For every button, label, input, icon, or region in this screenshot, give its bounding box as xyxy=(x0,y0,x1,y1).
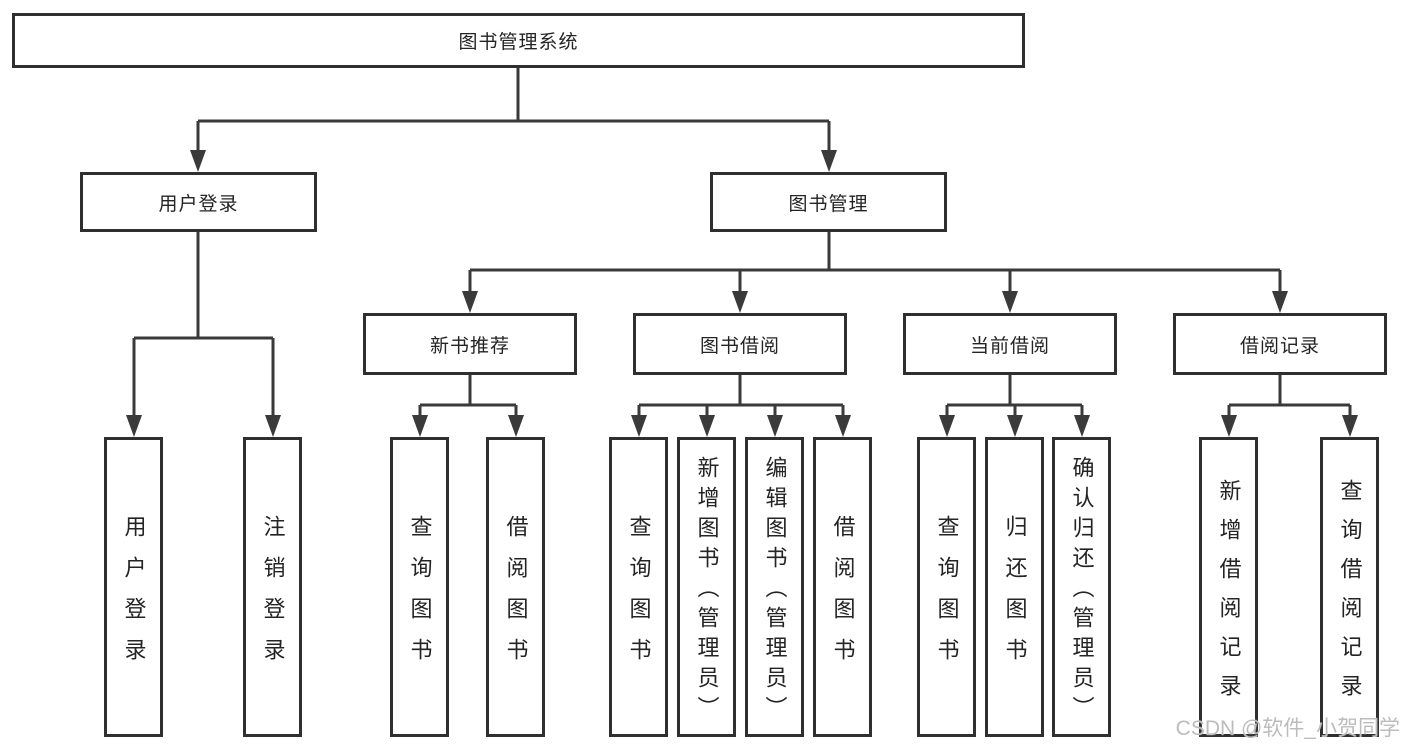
watermark-text: CSDN @软件_小贺同学 xyxy=(1175,717,1400,740)
node-label: 编辑图书（管理员） xyxy=(762,456,788,726)
node-label: 查询图书 xyxy=(626,514,652,679)
leaf-user-login: 用户登录 xyxy=(104,437,163,737)
leaf-logout: 注销登录 xyxy=(243,437,302,737)
node-label: 注销登录 xyxy=(260,514,286,679)
node-label: 新增图书（管理员） xyxy=(694,456,720,726)
node-label: 借阅图书 xyxy=(503,514,529,679)
node-label: 借阅记录 xyxy=(1239,335,1320,357)
leaf-query-books-recommend: 查询图书 xyxy=(390,437,449,737)
node-label: 查询图书 xyxy=(934,514,960,679)
leaf-query-books-current: 查询图书 xyxy=(917,437,976,737)
leaf-return-books: 归还图书 xyxy=(985,437,1044,737)
node-label: 查询借阅记录 xyxy=(1337,478,1363,713)
node-current-borrowing: 当前借阅 xyxy=(903,313,1117,375)
node-label: 新增借阅记录 xyxy=(1216,478,1242,713)
leaf-query-borrow-record: 查询借阅记录 xyxy=(1320,437,1379,737)
node-label: 图书管理 xyxy=(788,193,869,215)
node-book-borrowing: 图书借阅 xyxy=(633,313,847,375)
leaf-borrow-books: 借阅图书 xyxy=(813,437,872,737)
node-label: 用户登录 xyxy=(121,514,147,679)
node-user-login: 用户登录 xyxy=(80,172,317,232)
node-label: 当前借阅 xyxy=(969,335,1050,357)
leaf-edit-book-admin: 编辑图书（管理员） xyxy=(745,437,804,737)
node-label: 图书管理系统 xyxy=(458,32,579,53)
node-new-book-recommend: 新书推荐 xyxy=(363,313,577,375)
leaf-add-borrow-record: 新增借阅记录 xyxy=(1199,437,1258,737)
leaf-query-books-borrow: 查询图书 xyxy=(609,437,668,737)
node-book-management: 图书管理 xyxy=(710,172,947,232)
node-label: 确认归还（管理员） xyxy=(1069,456,1095,726)
node-borrow-records: 借阅记录 xyxy=(1173,313,1387,375)
node-label: 图书借阅 xyxy=(699,335,780,357)
leaf-add-book-admin: 新增图书（管理员） xyxy=(677,437,736,737)
node-label: 归还图书 xyxy=(1002,514,1028,679)
node-label: 借阅图书 xyxy=(830,514,856,679)
leaf-borrow-books-recommend: 借阅图书 xyxy=(486,437,545,737)
node-library-management-system: 图书管理系统 xyxy=(12,13,1025,68)
leaf-confirm-return-admin: 确认归还（管理员） xyxy=(1052,437,1111,737)
node-label: 用户登录 xyxy=(158,193,239,215)
node-label: 查询图书 xyxy=(407,514,433,679)
node-label: 新书推荐 xyxy=(429,335,510,357)
